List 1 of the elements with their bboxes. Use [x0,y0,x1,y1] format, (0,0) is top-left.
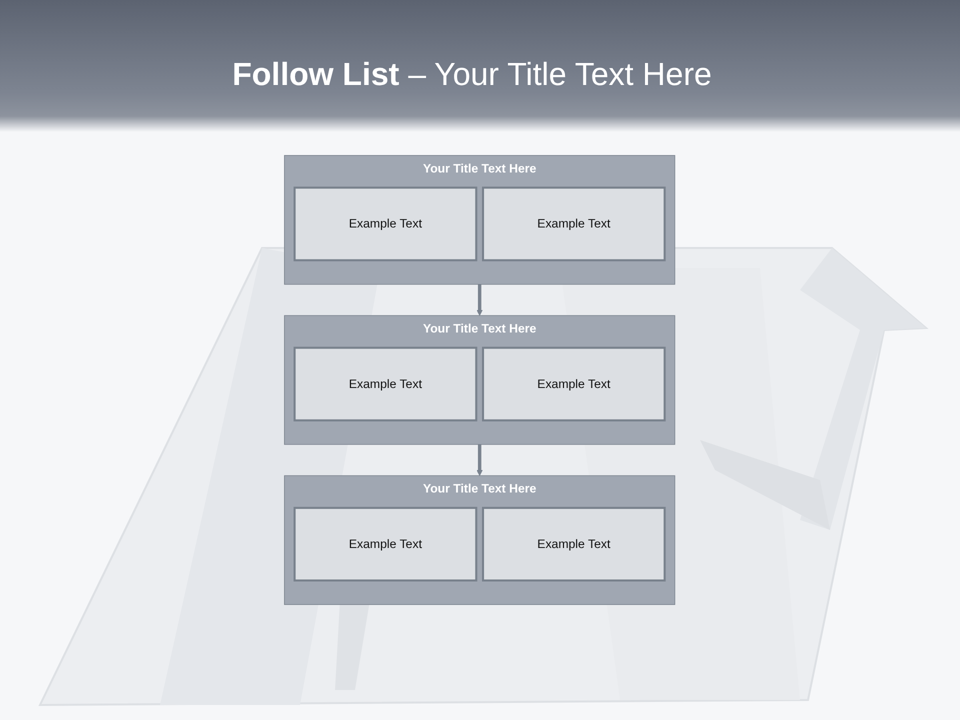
slide-title: Follow List – Your Title Text Here [231,55,713,94]
